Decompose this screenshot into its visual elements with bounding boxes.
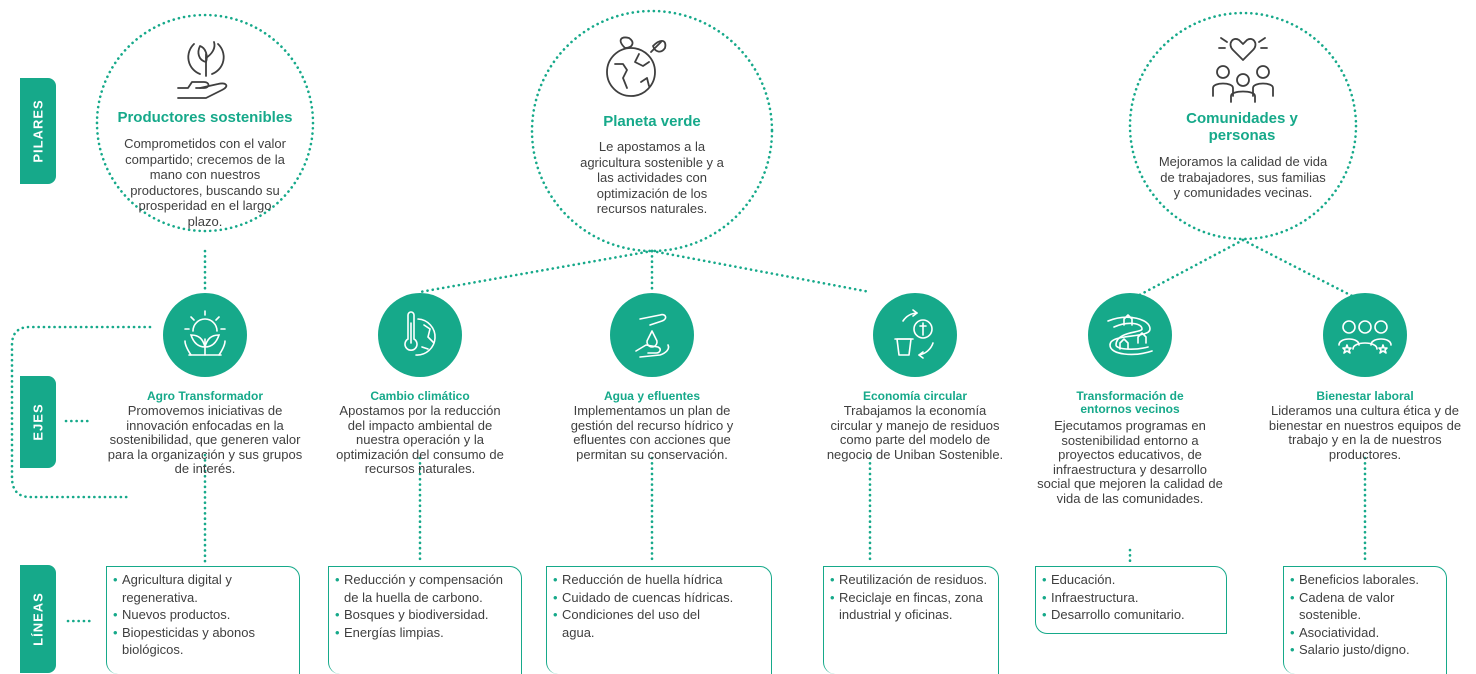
list-item: Reducción de huella hídrica <box>553 571 732 589</box>
globe-with-leaves-icon <box>606 36 667 97</box>
lineas-list: Educación. Infraestructura. Desarrollo c… <box>1036 567 1226 624</box>
eje-icon-disc-bienestar <box>1323 293 1407 377</box>
eje-desc-bienestar: Lideramos una cultura ética y de bienest… <box>1268 403 1462 462</box>
eje-title-cambio: Cambio climático <box>370 389 470 403</box>
lineas-box-agua: Reducción de huella hídrica Cuidado de c… <box>546 566 772 674</box>
eje-icon-disc-economia <box>873 293 957 377</box>
eje-title-economia: Economía circular <box>862 389 968 403</box>
side-label-lineas-text: LÍNEAS <box>30 592 46 646</box>
list-item: Educación. <box>1042 571 1226 589</box>
lineas-list: Beneficios laborales. Cadena de valor so… <box>1284 567 1446 659</box>
lineas-box-economia: Reutilización de residuos. Reciclaje en … <box>823 566 999 674</box>
side-label-ejes: EJES <box>20 376 56 468</box>
list-item: Bosques y biodiversidad. <box>335 606 521 624</box>
eje-icon-disc-agro <box>163 293 247 377</box>
eje-icon-disc-transformacion <box>1088 293 1172 377</box>
lineas-box-transformacion: Educación. Infraestructura. Desarrollo c… <box>1035 566 1227 634</box>
list-item: Beneficios laborales. <box>1290 571 1446 589</box>
eje-desc-transformacion: Ejecutamos programas en sostenibilidad e… <box>1037 418 1223 506</box>
lineas-list: Reutilización de residuos. Reciclaje en … <box>824 567 998 624</box>
pilar-title: Comunidades y personas <box>1186 110 1298 144</box>
list-item: Reciclaje en fincas, zona industrial y o… <box>830 589 998 624</box>
list-item: Desarrollo comunitario. <box>1042 606 1226 624</box>
team-with-stars-icon <box>1338 320 1392 354</box>
list-item: Agricultura digital y regenerativa. <box>113 571 299 606</box>
eje-desc-cambio: Apostamos por la reducción del impacto a… <box>336 403 504 476</box>
pilar-title: Planeta verde <box>603 113 701 130</box>
pilar-desc: Comprometidos con el valor compartido; c… <box>124 136 286 229</box>
thermometer-globe-icon <box>404 311 436 356</box>
eje-desc-economia: Trabajamos la economía circular y manejo… <box>826 403 1004 462</box>
lineas-list: Reducción de huella hídrica Cuidado de c… <box>547 567 771 641</box>
hand-holding-sprout-icon <box>177 41 228 99</box>
heart-over-people-icon <box>1212 37 1274 103</box>
side-label-pilares-text: PILARES <box>30 99 46 163</box>
side-label-lineas: LÍNEAS <box>20 565 56 673</box>
pilar-circle-productores <box>95 13 315 233</box>
list-item: Salario justo/digno. <box>1290 641 1446 659</box>
lineas-list: Agricultura digital y regenerativa. Nuev… <box>107 567 299 659</box>
lineas-list: Reducción y compensación de la huella de… <box>329 567 521 641</box>
eje-title-bienestar: Bienestar laboral <box>1316 389 1414 403</box>
list-item: Biopesticidas y abonos biológicos. <box>113 624 299 659</box>
eje-title-agro: Agro Transformador <box>146 389 263 403</box>
side-label-ejes-text: EJES <box>30 403 46 441</box>
recycle-coin-icon <box>894 309 934 359</box>
hand-water-drop-icon <box>635 313 670 358</box>
list-item: Cadena de valor sostenible. <box>1290 589 1446 624</box>
road-with-houses-icon <box>1107 314 1153 356</box>
list-item: Reducción y compensación de la huella de… <box>335 571 521 606</box>
pilar-circle-comunidades <box>1128 11 1358 241</box>
sun-over-sprouts-icon <box>184 310 226 356</box>
list-item: Energías limpias. <box>335 624 521 642</box>
lineas-box-agro: Agricultura digital y regenerativa. Nuev… <box>106 566 300 674</box>
lineas-box-bienestar: Beneficios laborales. Cadena de valor so… <box>1283 566 1447 674</box>
eje-title-agua: Agua y efluentes <box>603 389 701 403</box>
eje-desc-agua: Implementamos un plan de gestión del rec… <box>570 403 734 462</box>
list-item: Reutilización de residuos. <box>830 571 998 589</box>
eje-desc-agro: Promovemos iniciativas de innovación enf… <box>107 403 303 476</box>
list-item: Condiciones del uso del agua. <box>553 606 712 641</box>
list-item: Cuidado de cuencas hídricas. <box>553 589 771 607</box>
side-label-pilares: PILARES <box>20 78 56 184</box>
pilar-desc: Mejoramos la calidad de vida de trabajad… <box>1158 154 1328 200</box>
eje-icon-disc-agua <box>610 293 694 377</box>
lineas-box-cambio: Reducción y compensación de la huella de… <box>328 566 522 674</box>
list-item: Infraestructura. <box>1042 589 1226 607</box>
eje-icon-disc-cambio <box>378 293 462 377</box>
list-item: Nuevos productos. <box>113 606 299 624</box>
pilar-desc: Le apostamos a la agricultura sostenible… <box>580 139 724 216</box>
pilar-circle-planeta <box>530 9 774 253</box>
pilar-title: Productores sostenibles <box>117 109 293 126</box>
list-item: Asociatividad. <box>1290 624 1446 642</box>
eje-title-transformacion: Transformación de entornos vecinos <box>1076 389 1184 416</box>
